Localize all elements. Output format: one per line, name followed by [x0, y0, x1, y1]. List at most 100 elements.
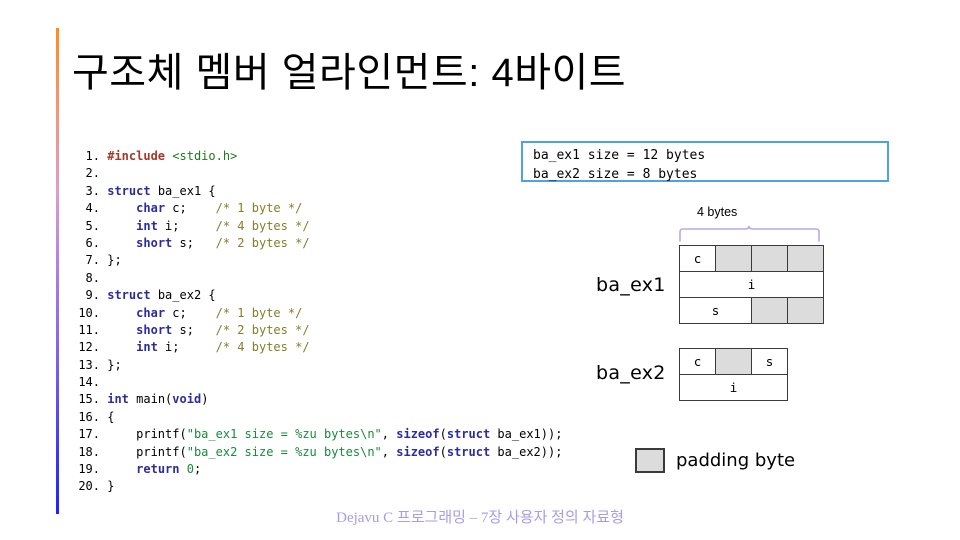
code-line: 7. };: [74, 252, 562, 269]
code-token: char: [136, 305, 166, 320]
code-token: ba_ex1));: [490, 427, 563, 442]
code-line-number: 18.: [78, 444, 100, 459]
padding-byte-legend-label: padding byte: [676, 450, 796, 471]
code-token: <stdio.h>: [172, 149, 238, 163]
code-token: c;: [165, 201, 216, 216]
code-line-number: 6.: [85, 235, 100, 250]
accent-gradient-bar: [56, 28, 59, 514]
code-line: 5. int i; /* 4 bytes */: [74, 218, 562, 235]
code-token: /* 4 bytes */: [215, 340, 310, 355]
code-token: char: [136, 201, 166, 216]
code-line-number: 20.: [78, 479, 100, 494]
code-line-number: 16.: [78, 409, 100, 424]
code-token: struct: [446, 444, 491, 459]
width-brace-icon: [679, 226, 820, 242]
code-token: short: [136, 235, 173, 250]
code-line: 8.: [74, 270, 562, 287]
code-token: [107, 219, 136, 233]
code-token: struct: [107, 183, 151, 198]
code-line: 1. #include <stdio.h>: [74, 148, 562, 165]
code-line: 12. int i; /* 4 bytes */: [74, 339, 562, 356]
code-line-number: 11.: [78, 322, 100, 337]
padding-byte-cell: [787, 297, 824, 324]
code-token: s;: [172, 322, 216, 337]
code-line: 20. }: [74, 478, 562, 495]
code-line: 6. short s; /* 2 bytes */: [74, 235, 562, 252]
page-title: 구조체 멤버 얼라인먼트: 4바이트: [72, 51, 627, 95]
code-line: 10. char c; /* 1 byte */: [74, 305, 562, 322]
code-token: [107, 340, 136, 354]
code-line-number: 9.: [85, 288, 100, 303]
code-token: int: [136, 340, 158, 355]
code-token: [107, 236, 136, 250]
code-token: [180, 462, 187, 476]
code-token: "ba_ex1 size = %zu bytes\n": [186, 427, 382, 442]
padding-byte-swatch: [635, 448, 665, 473]
code-token: struct: [446, 427, 491, 442]
code-token: #include: [107, 149, 173, 163]
member-cell: s: [679, 297, 752, 324]
code-gutter-space: [100, 375, 107, 389]
memory-row: i: [679, 271, 824, 298]
width-label: 4 bytes: [697, 205, 738, 219]
code-token: s;: [172, 235, 216, 250]
code-token: 0: [186, 462, 194, 477]
code-gutter-space: [100, 271, 107, 285]
code-line: 15. int main(void): [74, 391, 562, 408]
padding-byte-cell: [751, 245, 788, 272]
code-token: printf(: [107, 427, 187, 442]
code-token: }: [107, 479, 115, 494]
code-line-number: 15.: [78, 392, 100, 407]
member-cell: s: [751, 348, 788, 375]
code-token: ba_ex1 {: [150, 183, 216, 198]
code-line-number: 4.: [85, 201, 100, 216]
code-token: i;: [157, 340, 216, 355]
output-line-2: ba_ex2 size = 8 bytes: [533, 167, 698, 182]
code-token: /* 1 byte */: [215, 201, 303, 216]
code-token: int: [107, 392, 129, 407]
code-line-number: 8.: [85, 270, 100, 285]
struct-label-ba-ex1: ba_ex1: [596, 274, 666, 296]
code-token: {: [107, 409, 115, 424]
code-line: 14.: [74, 374, 562, 391]
code-token: sizeof: [396, 427, 440, 442]
code-token: i;: [157, 218, 216, 233]
code-line-number: 10.: [78, 305, 100, 320]
member-cell: i: [679, 374, 788, 401]
code-line-number: 12.: [78, 340, 100, 355]
code-token: /* 1 byte */: [215, 305, 303, 320]
code-token: return: [136, 462, 180, 477]
code-line-number: 5.: [85, 218, 100, 233]
padding-byte-cell: [787, 245, 824, 272]
code-token: ,: [381, 444, 397, 459]
code-line-number: 14.: [78, 375, 100, 390]
code-line: 13. };: [74, 357, 562, 374]
padding-byte-cell: [715, 245, 752, 272]
code-token: ba_ex2 {: [150, 288, 216, 303]
memory-row: i: [679, 374, 788, 401]
code-token: ): [201, 392, 209, 407]
member-cell: c: [679, 348, 716, 375]
code-listing: 1. #include <stdio.h>2. 3. struct ba_ex1…: [74, 148, 562, 496]
slide-footer: Dejavu C 프로그래밍 – 7장 사용자 정의 자료형: [336, 510, 624, 526]
code-token: [107, 306, 136, 320]
code-line-number: 2.: [85, 166, 100, 181]
code-token: void: [172, 392, 202, 407]
code-token: ba_ex2));: [490, 444, 563, 459]
program-output-box: ba_ex1 size = 12 bytes ba_ex2 size = 8 b…: [521, 141, 889, 182]
code-line: 17. printf("ba_ex1 size = %zu bytes\n", …: [74, 426, 562, 443]
code-token: struct: [107, 288, 151, 303]
code-line: 16. {: [74, 409, 562, 426]
code-line: 2.: [74, 165, 562, 182]
code-line: 9. struct ba_ex2 {: [74, 287, 562, 304]
struct-label-ba-ex2: ba_ex2: [596, 362, 666, 384]
code-token: [107, 323, 136, 337]
padding-byte-cell: [715, 348, 752, 375]
code-token: (: [439, 427, 447, 442]
code-token: [107, 462, 136, 476]
member-cell: c: [679, 245, 716, 272]
